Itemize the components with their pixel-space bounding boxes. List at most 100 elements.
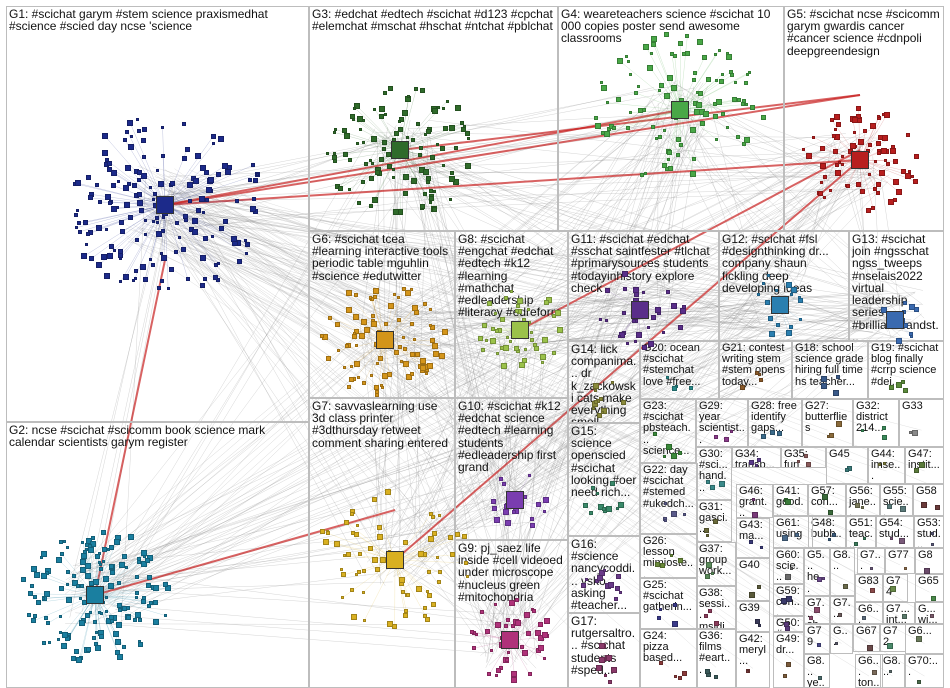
node[interactable]	[536, 502, 541, 507]
node[interactable]	[589, 511, 593, 515]
node[interactable]	[515, 309, 519, 313]
hub-node[interactable]	[631, 301, 649, 319]
node[interactable]	[616, 574, 621, 579]
node[interactable]	[623, 287, 627, 291]
node[interactable]	[634, 340, 637, 343]
node[interactable]	[615, 586, 620, 591]
node[interactable]	[540, 354, 546, 360]
node[interactable]	[867, 645, 873, 651]
node[interactable]	[682, 52, 686, 56]
node[interactable]	[427, 570, 431, 574]
node[interactable]	[111, 206, 117, 212]
node[interactable]	[467, 137, 470, 140]
node[interactable]	[354, 361, 360, 367]
node[interactable]	[514, 346, 519, 351]
node[interactable]	[362, 119, 365, 122]
node[interactable]	[235, 199, 239, 203]
node[interactable]	[429, 201, 432, 204]
node[interactable]	[133, 618, 137, 622]
node[interactable]	[818, 191, 823, 196]
node[interactable]	[137, 192, 142, 197]
node[interactable]	[502, 482, 506, 486]
node[interactable]	[379, 106, 385, 112]
node[interactable]	[99, 563, 102, 566]
node[interactable]	[770, 430, 775, 435]
node[interactable]	[678, 558, 683, 563]
node[interactable]	[137, 170, 142, 175]
node[interactable]	[139, 208, 144, 213]
node[interactable]	[394, 350, 399, 355]
node[interactable]	[437, 580, 441, 584]
node[interactable]	[231, 236, 237, 242]
node[interactable]	[651, 125, 655, 129]
node[interactable]	[527, 308, 530, 311]
node[interactable]	[59, 540, 63, 544]
node[interactable]	[858, 139, 864, 145]
node[interactable]	[343, 554, 346, 557]
node[interactable]	[163, 582, 168, 587]
node[interactable]	[804, 454, 808, 458]
node[interactable]	[245, 242, 250, 247]
node[interactable]	[109, 615, 114, 620]
node[interactable]	[647, 326, 650, 329]
node[interactable]	[820, 146, 825, 151]
node[interactable]	[504, 296, 508, 300]
node[interactable]	[499, 477, 503, 481]
node[interactable]	[716, 99, 722, 105]
node[interactable]	[143, 555, 146, 558]
node[interactable]	[706, 534, 709, 537]
node[interactable]	[511, 677, 517, 683]
node[interactable]	[634, 91, 638, 95]
node[interactable]	[429, 196, 434, 201]
node[interactable]	[667, 150, 672, 155]
node[interactable]	[729, 70, 733, 74]
node[interactable]	[495, 622, 501, 628]
node[interactable]	[909, 304, 915, 310]
node[interactable]	[357, 201, 361, 205]
node[interactable]	[768, 316, 773, 321]
node[interactable]	[196, 208, 201, 213]
node[interactable]	[600, 81, 603, 84]
node[interactable]	[371, 136, 377, 142]
node[interactable]	[382, 373, 388, 379]
node[interactable]	[362, 569, 366, 573]
node[interactable]	[323, 539, 329, 545]
node[interactable]	[704, 614, 708, 618]
node[interactable]	[420, 358, 426, 364]
node[interactable]	[446, 100, 449, 103]
node[interactable]	[31, 618, 36, 623]
node[interactable]	[119, 220, 124, 225]
node[interactable]	[142, 127, 147, 132]
node[interactable]	[678, 41, 683, 46]
node[interactable]	[388, 303, 394, 309]
node[interactable]	[749, 460, 754, 465]
node[interactable]	[105, 610, 108, 613]
node[interactable]	[835, 163, 839, 167]
node[interactable]	[487, 672, 491, 676]
node[interactable]	[429, 324, 432, 327]
node[interactable]	[870, 588, 875, 593]
node[interactable]	[153, 585, 159, 591]
node[interactable]	[332, 155, 337, 160]
node[interactable]	[721, 73, 724, 76]
node[interactable]	[88, 195, 93, 200]
node[interactable]	[910, 335, 913, 338]
node[interactable]	[353, 332, 356, 335]
node[interactable]	[678, 325, 683, 330]
node[interactable]	[438, 570, 442, 574]
node[interactable]	[798, 296, 801, 299]
node[interactable]	[40, 556, 43, 559]
node[interactable]	[140, 264, 146, 270]
node[interactable]	[689, 386, 693, 390]
node[interactable]	[870, 567, 873, 570]
node[interactable]	[397, 296, 400, 299]
node[interactable]	[594, 116, 598, 120]
node[interactable]	[876, 141, 881, 146]
node[interactable]	[653, 432, 657, 436]
node[interactable]	[403, 613, 408, 618]
node[interactable]	[429, 308, 432, 311]
node[interactable]	[752, 512, 758, 518]
node[interactable]	[891, 145, 895, 149]
node[interactable]	[149, 258, 152, 261]
node[interactable]	[509, 600, 515, 606]
